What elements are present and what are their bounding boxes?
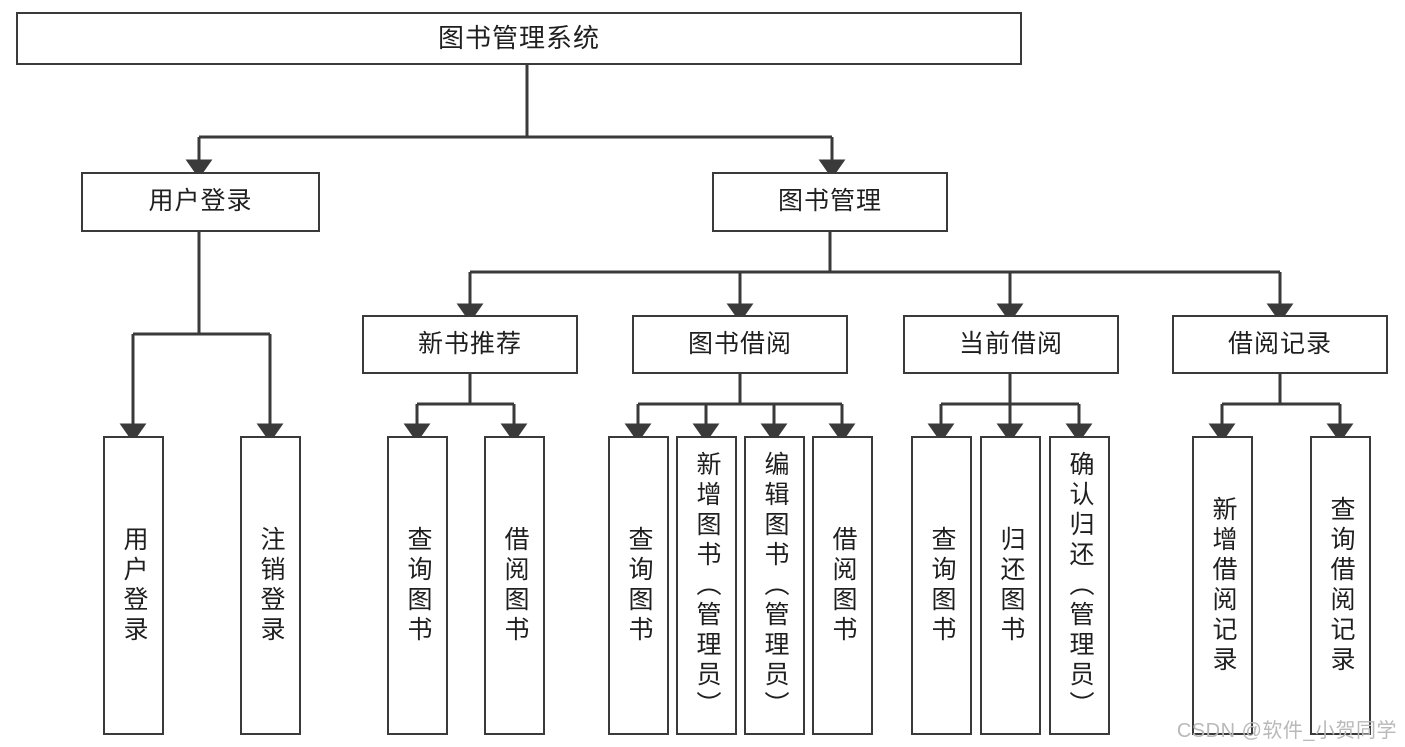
- node-new-book-recommend[interactable]: 新书推荐: [362, 315, 578, 374]
- leaf-add-record-label: 新增借阅记录: [1209, 495, 1237, 676]
- leaf-add-book-label: 新增图书（管理员）: [693, 450, 721, 721]
- leaf-query-book-2[interactable]: 查询图书: [608, 436, 669, 735]
- leaf-borrow-book-1[interactable]: 借阅图书: [484, 436, 545, 735]
- leaf-borrow-book-2-label: 借阅图书: [829, 525, 857, 646]
- node-current-borrow[interactable]: 当前借阅: [903, 315, 1119, 374]
- leaf-query-book-3[interactable]: 查询图书: [911, 436, 972, 735]
- leaf-add-book[interactable]: 新增图书（管理员）: [676, 436, 737, 735]
- leaf-add-record[interactable]: 新增借阅记录: [1192, 436, 1253, 735]
- leaf-logout[interactable]: 注销登录: [240, 436, 301, 735]
- node-root-label: 图书管理系统: [437, 23, 600, 54]
- leaf-query-book-3-label: 查询图书: [928, 525, 956, 646]
- node-root[interactable]: 图书管理系统: [16, 12, 1022, 65]
- node-borrow-record[interactable]: 借阅记录: [1172, 315, 1388, 374]
- leaf-return-book[interactable]: 归还图书: [980, 436, 1041, 735]
- node-borrow-record-label: 借阅记录: [1227, 329, 1332, 358]
- node-book-borrow-label: 图书借阅: [687, 329, 792, 358]
- node-book-borrow[interactable]: 图书借阅: [632, 315, 848, 374]
- node-user-login[interactable]: 用户登录: [81, 172, 320, 232]
- leaf-user-login[interactable]: 用户登录: [103, 436, 164, 735]
- leaf-confirm-return[interactable]: 确认归还（管理员）: [1049, 436, 1110, 735]
- watermark: CSDN @软件_小贺同学: [1176, 720, 1397, 742]
- leaf-borrow-book-1-label: 借阅图书: [501, 525, 529, 646]
- leaf-query-book-1[interactable]: 查询图书: [387, 436, 448, 735]
- node-book-manage[interactable]: 图书管理: [712, 172, 948, 232]
- node-user-login-label: 用户登录: [148, 187, 253, 216]
- leaf-edit-book-label: 编辑图书（管理员）: [761, 450, 789, 721]
- leaf-return-book-label: 归还图书: [997, 525, 1025, 646]
- leaf-query-record-label: 查询借阅记录: [1327, 495, 1355, 676]
- leaf-query-book-1-label: 查询图书: [404, 525, 432, 646]
- leaf-confirm-return-label: 确认归还（管理员）: [1066, 450, 1094, 721]
- leaf-borrow-book-2[interactable]: 借阅图书: [812, 436, 873, 735]
- leaf-user-login-label: 用户登录: [120, 525, 148, 646]
- leaf-logout-label: 注销登录: [257, 525, 285, 646]
- leaf-query-book-2-label: 查询图书: [625, 525, 653, 646]
- node-new-book-recommend-label: 新书推荐: [417, 329, 522, 358]
- node-book-manage-label: 图书管理: [777, 187, 882, 216]
- leaf-query-record[interactable]: 查询借阅记录: [1310, 436, 1371, 735]
- leaf-edit-book[interactable]: 编辑图书（管理员）: [744, 436, 805, 735]
- node-current-borrow-label: 当前借阅: [958, 329, 1063, 358]
